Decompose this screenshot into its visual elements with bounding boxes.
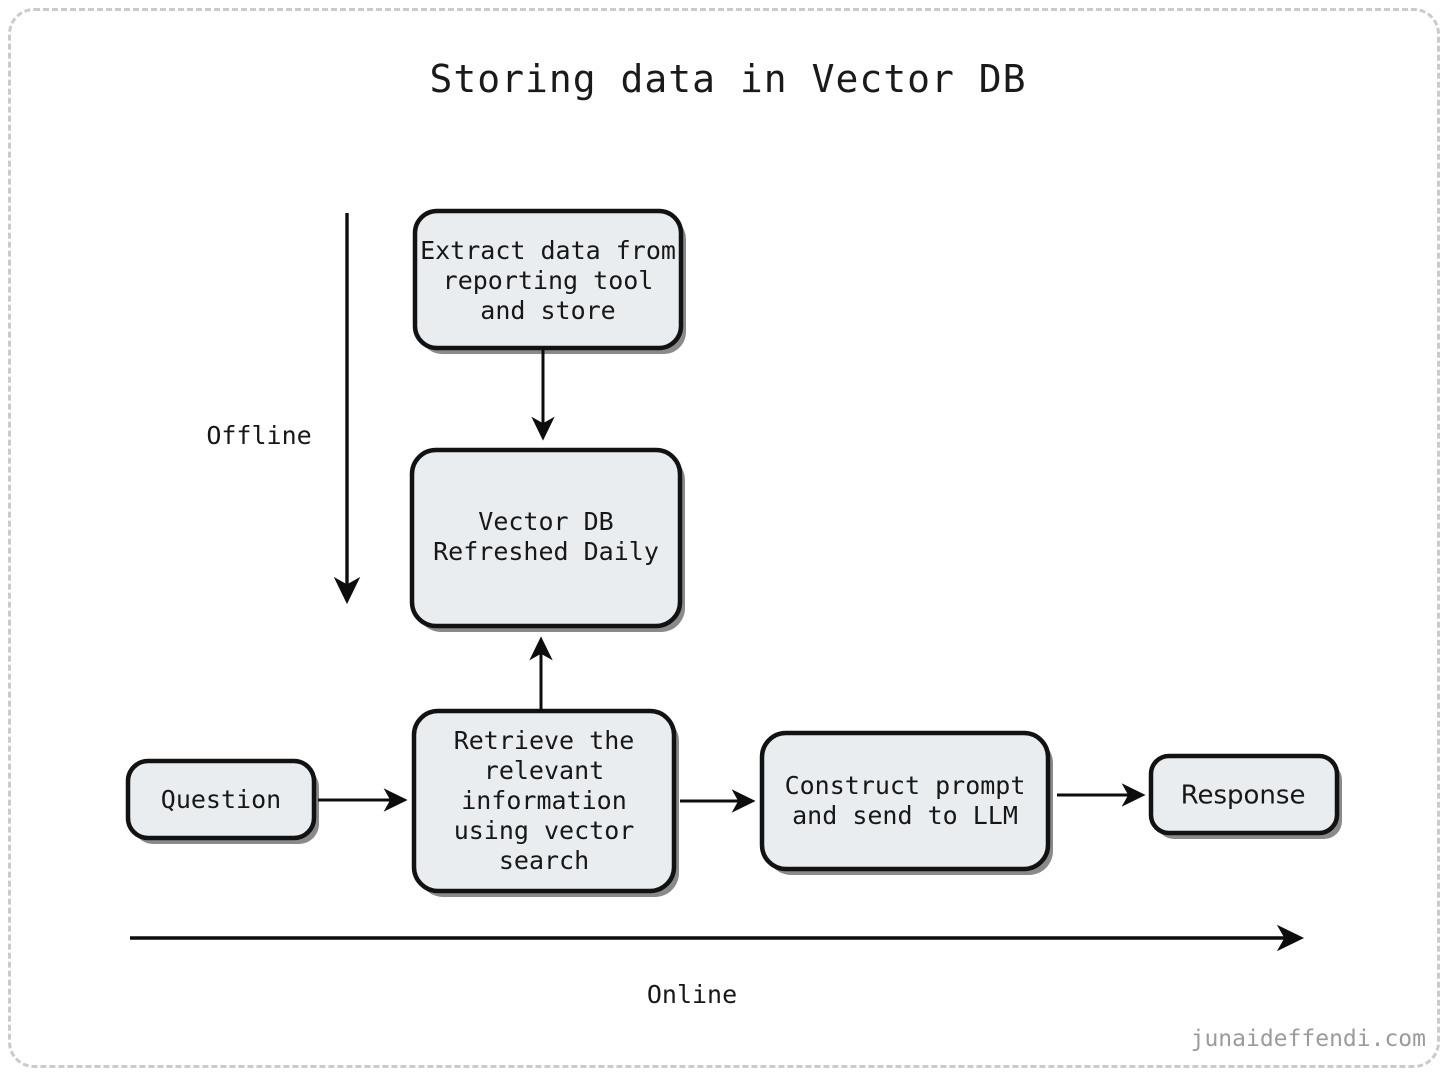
vector-db-node-line-2: Refreshed Daily [433, 537, 659, 566]
extract-data-node-line-1: Extract data from [420, 236, 676, 265]
page-title: Storing data in Vector DB [429, 57, 1027, 101]
vector-db-node-line-1: Vector DB [478, 507, 613, 536]
construct-prompt-node[interactable]: Construct prompt and send to LLM [759, 730, 1053, 875]
extract-data-node-line-2: reporting tool [443, 266, 654, 295]
retrieve-information-node-line-1: Retrieve the [454, 726, 635, 755]
response-node[interactable]: Response [1148, 753, 1342, 839]
question-node-label: Question [161, 785, 281, 814]
retrieve-information-node-line-5: search [499, 846, 589, 875]
offline-lane-label: Offline [206, 421, 311, 450]
extract-data-node[interactable]: Extract data from reporting tool and sto… [412, 208, 686, 354]
extract-data-node-line-3: and store [480, 296, 615, 325]
construct-prompt-node-line-2: and send to LLM [792, 801, 1018, 830]
retrieve-information-node-line-3: information [461, 786, 627, 815]
construct-prompt-node-line-1: Construct prompt [785, 771, 1026, 800]
question-node[interactable]: Question [125, 758, 319, 844]
online-lane-label: Online [647, 980, 737, 1009]
retrieve-information-node[interactable]: Retrieve the relevant information using … [411, 708, 679, 897]
watermark-text: junaideffendi.com [1190, 1026, 1426, 1052]
retrieve-information-node-line-2: relevant [484, 756, 604, 785]
vector-db-node[interactable]: Vector DB Refreshed Daily [409, 447, 685, 632]
retrieve-information-node-line-4: using vector [454, 816, 635, 845]
response-node-label: Response [1181, 781, 1306, 811]
